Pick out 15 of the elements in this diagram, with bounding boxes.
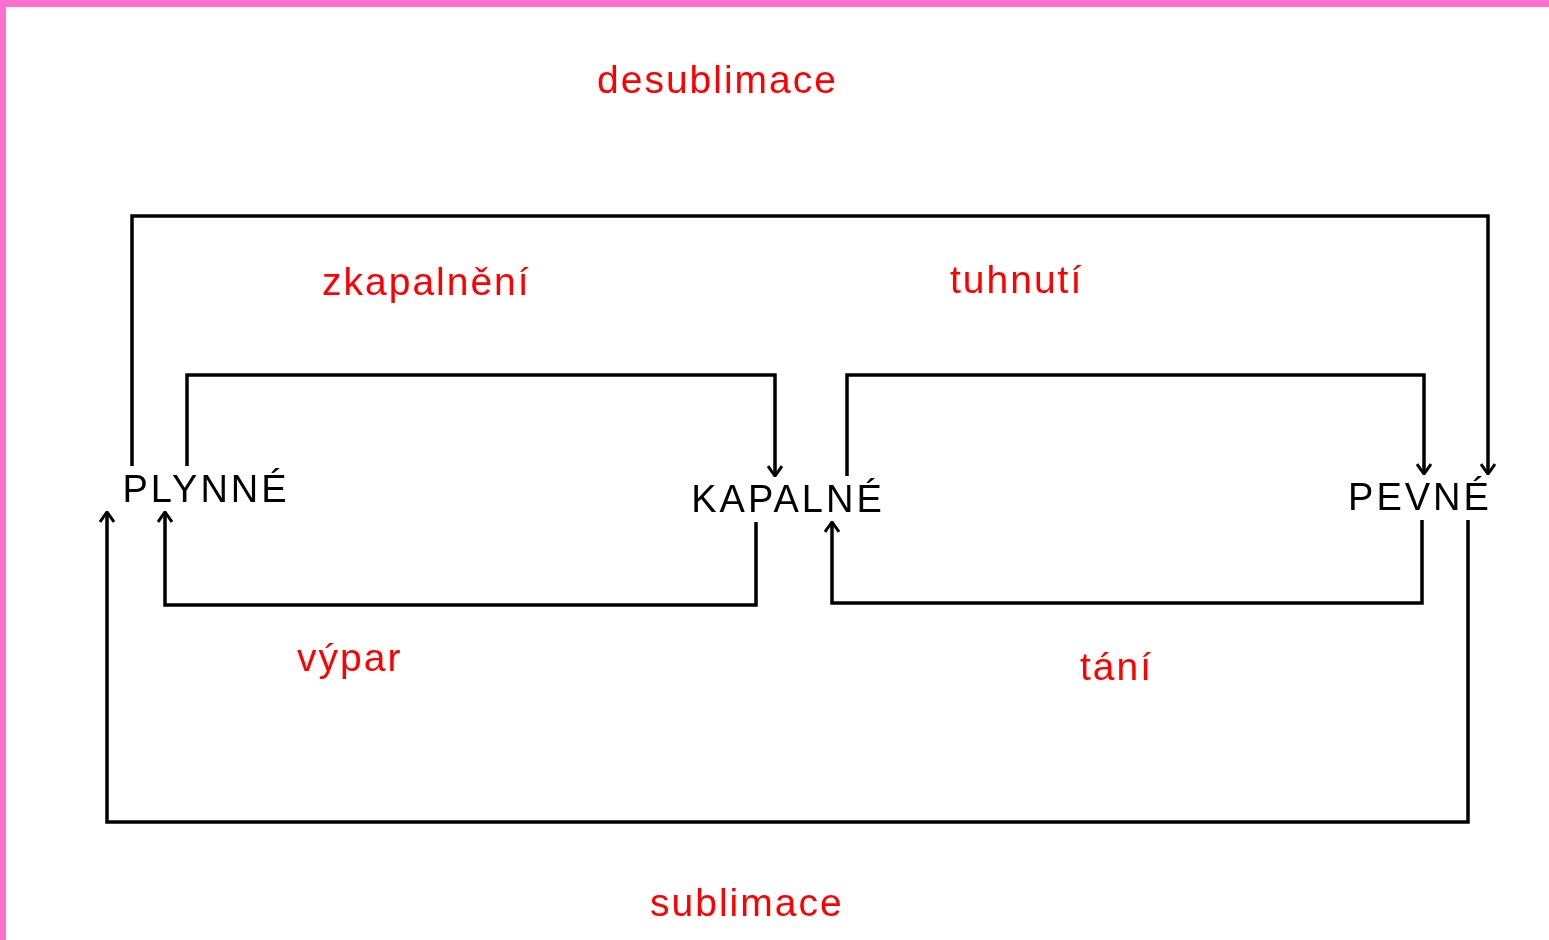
edge-label: sublimace [650, 881, 844, 925]
edge-label: tání [1080, 645, 1154, 689]
state-label: PEVNÉ [1332, 474, 1508, 520]
arrow [185, 373, 784, 478]
arrow [98, 510, 1470, 824]
arrow [130, 214, 1497, 476]
edge-label: výpar [297, 636, 403, 680]
arrow [845, 373, 1433, 476]
edge-label: tuhnutí [950, 258, 1084, 302]
state-label: KAPALNÉ [668, 476, 908, 522]
edge-label: desublimace [597, 58, 838, 102]
arrow [156, 510, 758, 607]
arrow [823, 520, 1424, 605]
edge-label: zkapalnění [322, 260, 531, 304]
state-label: PLYNNÉ [100, 466, 312, 512]
